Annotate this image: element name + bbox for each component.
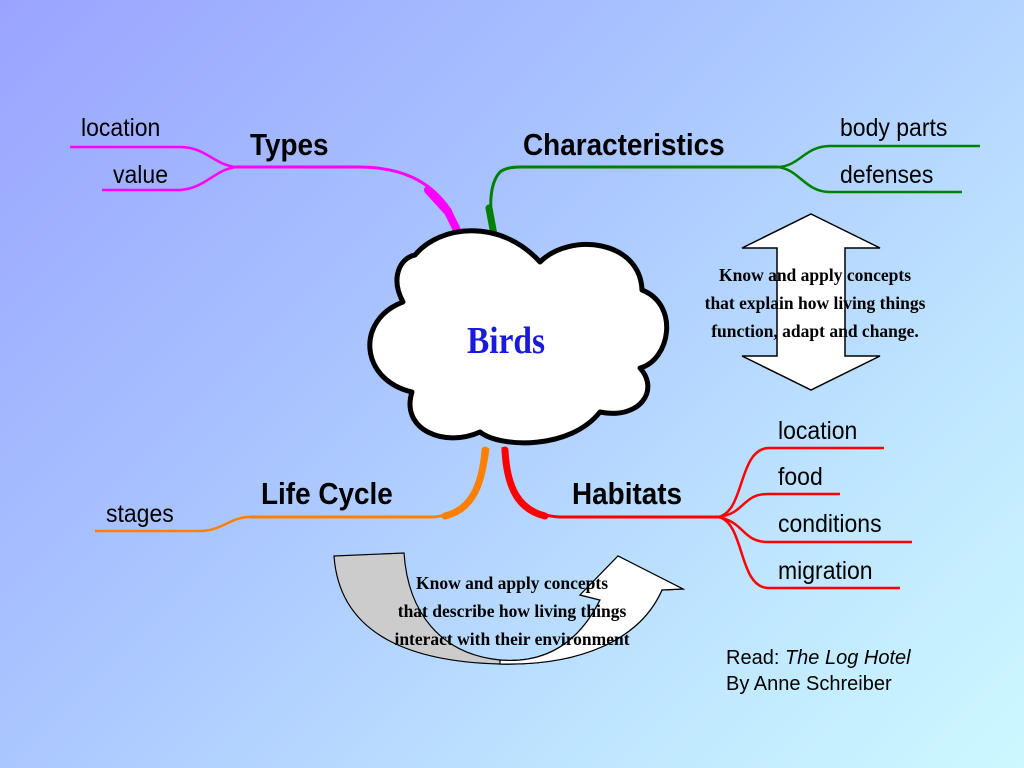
reading-prefix: Read: xyxy=(726,647,780,669)
life-cycle-branch-lines xyxy=(95,446,490,533)
types-branch-lines xyxy=(70,145,465,242)
note-environment-line-3: interact with their environment xyxy=(394,629,630,649)
types-leaf-location: location xyxy=(81,114,161,142)
habitats-leaf-migration: migration xyxy=(778,557,873,585)
note-environment-line-2: that describe how living things xyxy=(397,601,627,621)
characteristics-branch-lines xyxy=(485,144,980,239)
reading-reference: Read: The Log Hotel By Anne Schreiber xyxy=(726,645,911,697)
center-cloud-shape xyxy=(367,228,670,446)
habitats-leaf-location: location xyxy=(778,417,858,445)
habitats-leaf-conditions: conditions xyxy=(778,510,882,538)
note-interact-environment: Know and apply concepts that describe ho… xyxy=(352,569,672,653)
branch-title-types: Types xyxy=(250,127,329,162)
branch-title-habitats: Habitats xyxy=(572,476,683,511)
characteristics-leaf-defenses: defenses xyxy=(840,161,934,189)
center-title: Birds xyxy=(467,320,546,362)
reading-title-line: Read: The Log Hotel xyxy=(726,645,911,671)
note-function-line-2: that explain how living things xyxy=(704,293,926,313)
note-function-line-1: Know and apply concepts xyxy=(718,265,912,285)
branch-title-life-cycle: Life Cycle xyxy=(261,476,393,511)
double-arrow-shape xyxy=(741,213,881,391)
life-cycle-leaf-stages: stages xyxy=(106,500,174,528)
note-environment-line-1: Know and apply concepts xyxy=(415,573,609,593)
branch-title-characteristics: Characteristics xyxy=(523,127,725,162)
characteristics-leaf-body-parts: body parts xyxy=(840,114,948,142)
curved-arrow-head-shape xyxy=(499,555,686,665)
habitats-branch-lines xyxy=(501,446,912,590)
reading-book-title: The Log Hotel xyxy=(784,647,911,669)
reading-author: By Anne Schreiber xyxy=(726,673,892,695)
habitats-leaf-food: food xyxy=(778,463,823,491)
note-function-adapt-change: Know and apply concepts that explain how… xyxy=(655,261,975,345)
types-leaf-value: value xyxy=(113,161,168,189)
note-function-line-3: function, adapt and change. xyxy=(711,321,919,341)
